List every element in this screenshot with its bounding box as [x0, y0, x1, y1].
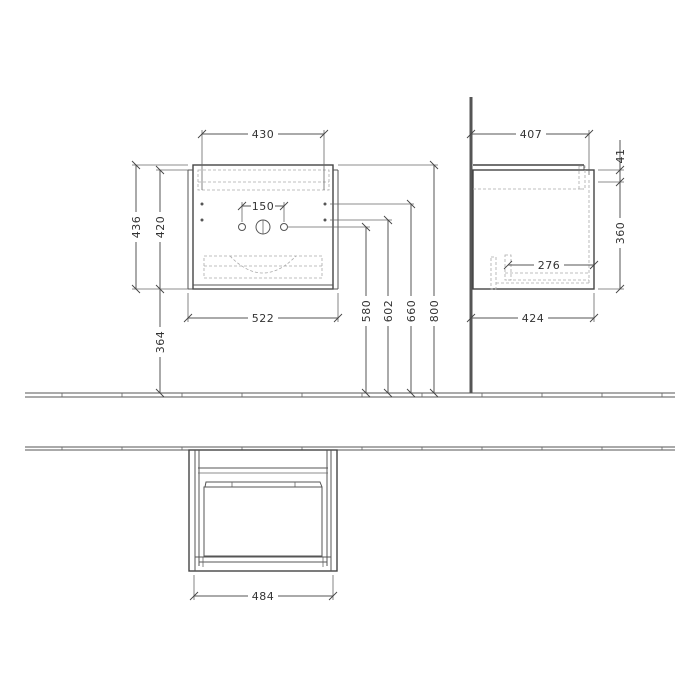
floor-line-upper	[25, 392, 675, 398]
dim-430: 430	[252, 128, 275, 141]
dim-660: 660	[405, 300, 418, 323]
side-view: 407 41 360 276 424	[466, 97, 627, 393]
dim-41: 41	[614, 149, 627, 164]
dim-276: 276	[538, 259, 561, 272]
dim-420: 420	[154, 216, 167, 239]
dim-580: 580	[360, 300, 373, 323]
dim-800: 800	[428, 300, 441, 323]
dim-522: 522	[252, 312, 275, 325]
dim-364: 364	[154, 331, 167, 354]
plan-view: 484	[188, 449, 338, 603]
dim-360: 360	[614, 222, 627, 245]
dim-602: 602	[382, 300, 395, 323]
front-view: 430 150 522 436 420	[129, 127, 441, 398]
dim-150: 150	[252, 200, 275, 213]
dim-436: 436	[130, 216, 143, 239]
dim-407: 407	[520, 128, 543, 141]
tap-hole-right	[280, 223, 288, 231]
dim-484: 484	[252, 590, 275, 603]
floor-line-lower	[25, 446, 675, 451]
dim-424: 424	[522, 312, 545, 325]
tap-hole-left	[238, 223, 246, 231]
